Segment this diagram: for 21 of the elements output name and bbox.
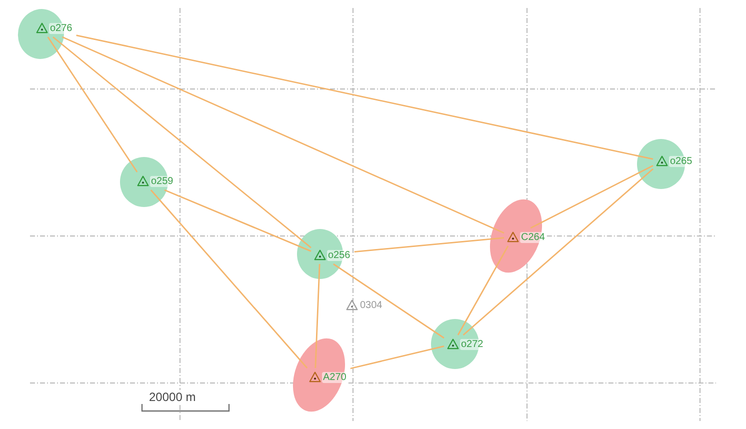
connector-line — [314, 264, 320, 368]
point-label: o256 — [327, 250, 352, 260]
connector-line — [52, 36, 312, 248]
connector-line — [530, 164, 654, 229]
connector-line — [457, 246, 509, 336]
point-label: 0304 — [359, 300, 384, 310]
point-label: A270 — [322, 372, 348, 382]
point-label: o276 — [49, 22, 74, 34]
point-label: o272 — [460, 338, 484, 350]
point-label: C264 — [520, 232, 546, 242]
connector-line — [62, 36, 504, 234]
connector-line — [350, 346, 444, 370]
point-label: o265 — [669, 156, 694, 166]
connector-line — [164, 189, 312, 252]
connector-line — [150, 190, 308, 368]
connector-line — [333, 263, 444, 339]
connector-line — [76, 34, 654, 160]
connector-line — [354, 237, 504, 252]
scale-label: 20000 m — [149, 391, 196, 404]
connector-line — [462, 168, 654, 336]
point-label: o259 — [150, 176, 174, 186]
